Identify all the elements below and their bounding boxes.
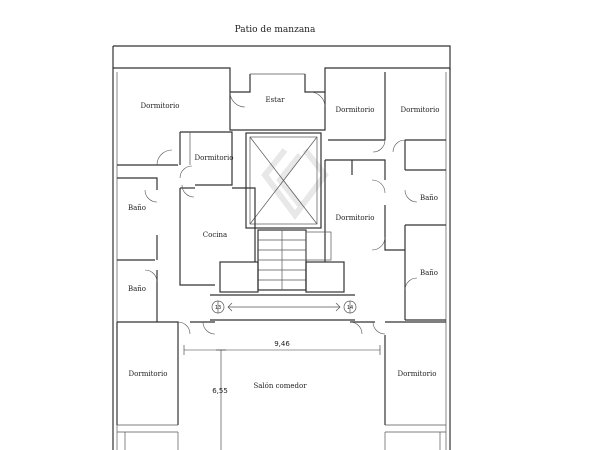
room-label-cocina: Cocina — [203, 231, 227, 239]
room-label-estar: Estar — [265, 96, 285, 104]
room-label-dormitorio-bottom-right: Dormitorio — [398, 370, 437, 378]
room-label-dormitorio-top-mid: Dormitorio — [336, 106, 375, 114]
room-label-dormitorio-top-right: Dormitorio — [401, 106, 440, 114]
watermark-logo — [261, 148, 329, 220]
room-label-dormitorio-top-left: Dormitorio — [141, 102, 180, 110]
stair-marker-left-label: 13 — [215, 305, 221, 311]
plan-title: Patio de manzana — [235, 25, 316, 35]
landing-corridor — [210, 294, 355, 321]
room-label-bano-left-lower: Baño — [128, 285, 146, 293]
room-label-dormitorio-small: Dormitorio — [195, 154, 234, 162]
room-label-dormitorio-bottom-left: Dormitorio — [129, 370, 168, 378]
light-well — [245, 132, 322, 229]
room-label-bano-left-upper: Baño — [128, 204, 146, 212]
dimension-width-label: 9,46 — [274, 340, 290, 348]
stair-marker-left: 13 — [211, 300, 225, 314]
room-label-bano-right-lower: Baño — [420, 269, 438, 277]
bottom-edge — [117, 431, 446, 450]
dimension-height-label: 6,55 — [212, 387, 228, 395]
right-rooms-walls — [324, 159, 446, 321]
stair-marker-right-label: 14 — [347, 305, 353, 311]
room-label-bano-right-upper: Baño — [420, 194, 438, 202]
room-label-dormitorio-center: Dormitorio — [336, 214, 375, 222]
door-swings — [144, 91, 418, 335]
staircase — [219, 229, 345, 293]
left-rooms-walls — [117, 177, 256, 335]
room-label-salon-comedor: Salón comedor — [253, 382, 307, 390]
bottom-rooms-walls — [116, 321, 446, 426]
dimension-height — [216, 349, 226, 450]
outer-walls — [112, 45, 451, 450]
top-rooms-walls — [117, 72, 446, 186]
stair-marker-right: 14 — [343, 300, 357, 314]
